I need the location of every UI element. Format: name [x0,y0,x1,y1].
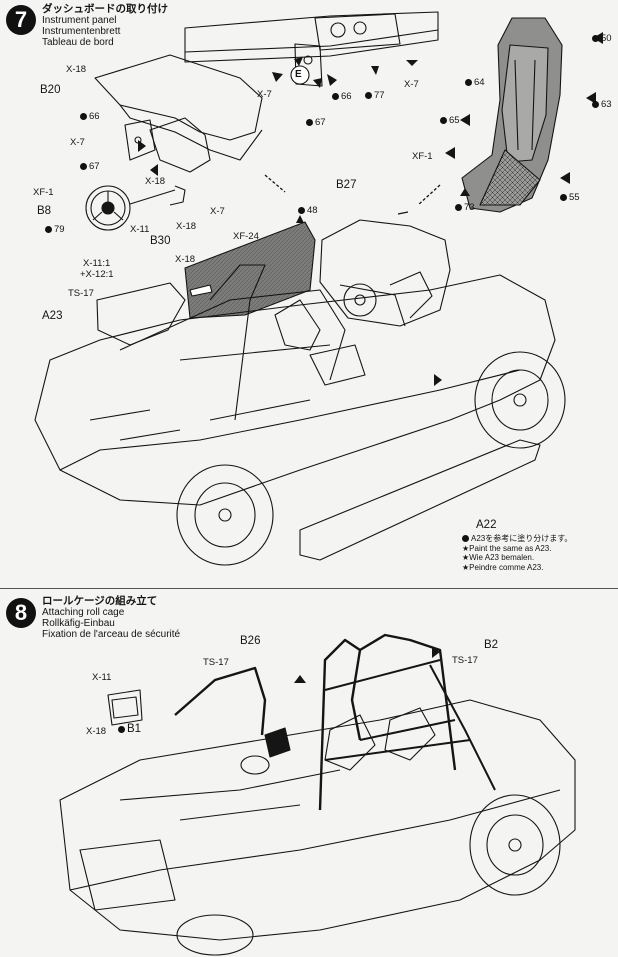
label-a22: A22 [476,519,497,531]
callout-67-b: 67 [306,118,326,128]
callout-50: 50 [592,34,612,44]
callout-64: 64 [465,78,485,88]
callout-67: 67 [80,162,100,172]
title-en-8: Attaching roll cage [42,607,125,618]
title-en: Instrument panel [42,15,117,26]
label-b27: B27 [336,179,357,191]
label-b26: B26 [240,635,261,647]
label-ts17-8b: TS-17 [452,655,478,666]
paint-note: A23を参考に塗り分けます。 ★Paint the same as A23. ★… [462,534,572,572]
label-x11: X-11 [130,224,150,235]
label-x7-b: X-7 [210,206,225,217]
label-x7-c: X-7 [257,89,272,100]
label-x11-8: X-11 [92,672,112,683]
title-fr-8: Fixation de l'arceau de sécurité [42,629,181,640]
dashboard-b20 [94,54,263,173]
title-fr: Tableau de bord [42,37,114,48]
label-xf1-b: XF-1 [412,151,433,162]
label-x7: X-7 [70,137,85,148]
assembly-arrows-step7 [264,174,441,215]
label-x11-ratio: X-11:1 [83,258,111,269]
step-8-title: ロールケージの組み立て Attaching roll cage Rollkäfi… [42,595,181,641]
chassis-step7 [34,219,566,566]
label-a23: A23 [42,310,63,322]
paint-note-jp: A23を参考に塗り分けます。 [462,534,572,544]
label-x12-ratio: +X-12:1 [80,269,114,280]
title-jp-8: ロールケージの組み立て [42,595,158,607]
title-de-8: Rollkäfig-Einbau [42,618,115,629]
callout-77: 77 [365,91,385,101]
label-b1: B1 [118,723,141,735]
paint-note-fr: ★Peindre comme A23. [462,562,544,572]
callout-48: 48 [298,206,318,216]
callout-66-b: 66 [332,92,352,102]
label-xf24: XF-24 [233,231,259,242]
racing-seat [461,17,563,213]
callout-79: 79 [45,225,65,235]
label-x18-d: X-18 [175,254,196,265]
callout-66: 66 [80,112,100,122]
label-b20: B20 [40,84,61,96]
label-x18-8: X-18 [86,726,107,737]
paint-note-de: ★Wie A23 bemalen. [462,553,535,562]
label-b8: B8 [37,205,52,217]
chassis-step8 [59,633,576,956]
title-jp: ダッシュボードの取り付け [42,3,168,15]
callout-63: 63 [592,100,612,110]
label-x18: X-18 [66,64,87,75]
steering-wheel-b8 [85,185,186,231]
step-number-7: 7 [6,5,36,35]
callout-65: 65 [440,116,460,126]
section-divider [0,588,618,589]
dashboard-reference-view [184,11,439,87]
callout-73: 73 [455,203,475,213]
label-e: E [295,69,302,80]
label-b30: B30 [150,235,171,247]
paint-note-en: ★Paint the same as A23. [462,543,552,553]
label-b2: B2 [484,639,499,651]
label-ts17-8a: TS-17 [203,657,229,668]
label-x18-c: X-18 [176,221,197,232]
callout-55: 55 [560,193,580,203]
step-7-title: ダッシュボードの取り付け Instrument panel Instrument… [42,3,168,49]
label-xf1: XF-1 [33,187,54,198]
label-x18-b: X-18 [145,176,166,187]
title-de: Instrumentenbrett [42,26,121,37]
label-ts17: TS-17 [68,288,94,299]
label-x7-d: X-7 [404,79,419,90]
step-number-8: 8 [6,598,36,628]
